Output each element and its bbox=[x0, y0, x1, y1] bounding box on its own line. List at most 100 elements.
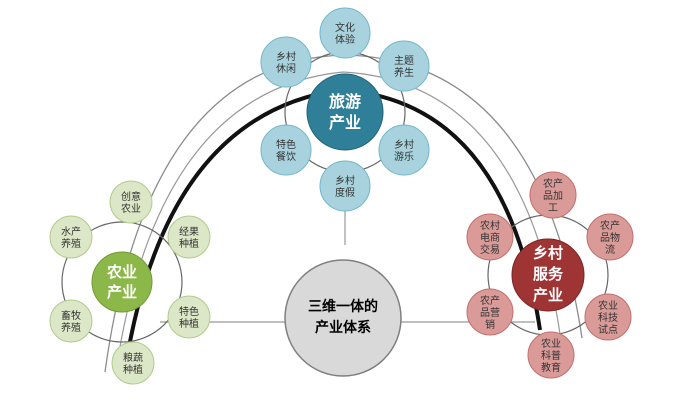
services-satellite-circle bbox=[529, 171, 577, 219]
services-satellite-circle bbox=[586, 213, 634, 261]
tourism-satellite-label: 度假 bbox=[335, 186, 355, 199]
agriculture-satellite-label: 农业 bbox=[121, 202, 141, 215]
tourism-satellite-circle bbox=[319, 160, 371, 212]
agri-title-line2: 产业 bbox=[107, 283, 137, 301]
agriculture-satellite-circle bbox=[167, 215, 211, 259]
services-satellite-label: 电商 bbox=[480, 231, 500, 244]
services-satellite-circle bbox=[527, 331, 575, 379]
tourism-main-circle bbox=[306, 73, 384, 151]
tourism-satellite-label: 养生 bbox=[394, 66, 414, 79]
agri-main-circle bbox=[91, 251, 153, 313]
service-main-circle bbox=[511, 238, 585, 312]
center-label-line1: 三维一体的 bbox=[308, 298, 378, 315]
services-satellite-label: 农村 bbox=[480, 219, 500, 232]
tourism-satellite-label: 游乐 bbox=[394, 150, 414, 163]
agriculture-satellite-label: 粮蔬 bbox=[123, 351, 143, 364]
tourism-satellite-circle bbox=[260, 124, 312, 176]
tourism-satellite-label: 餐饮 bbox=[276, 150, 296, 163]
services-satellite-label: 科技 bbox=[598, 311, 618, 324]
agriculture-satellite-circle bbox=[111, 341, 155, 385]
tourism-satellite-circle bbox=[260, 36, 312, 88]
agri-title-line1: 农业 bbox=[106, 263, 137, 281]
agriculture-satellite-label: 特色 bbox=[179, 305, 199, 318]
services-satellite-circle bbox=[466, 213, 514, 261]
services-satellite-label: 农产 bbox=[480, 294, 500, 307]
tourism-satellite-circle bbox=[378, 40, 430, 92]
tourism-title-line1: 旅游 bbox=[329, 92, 361, 111]
tourism-satellite-label: 主题 bbox=[394, 55, 414, 67]
services-satellite-circle bbox=[584, 293, 632, 341]
service-title-line3: 产业 bbox=[533, 286, 563, 304]
tourism-satellite-label: 乡村 bbox=[276, 50, 296, 63]
services-satellite-label: 品加 bbox=[543, 190, 563, 202]
service-title-line1: 乡村 bbox=[533, 244, 563, 262]
tourism-satellite-label: 特色 bbox=[276, 138, 296, 151]
tourism-title-line2: 产业 bbox=[329, 113, 361, 132]
services-satellite-label: 农产 bbox=[600, 219, 620, 232]
agriculture-satellite-label: 水产 bbox=[61, 225, 81, 238]
agriculture-satellite-label: 畜牧 bbox=[61, 309, 81, 322]
tourism-satellite-label: 体验 bbox=[335, 33, 355, 46]
services-satellite-label: 流 bbox=[605, 243, 615, 256]
inner-arc-thin bbox=[115, 71, 561, 372]
services-satellite-label: 农产 bbox=[543, 177, 563, 190]
agriculture-satellite-label: 种植 bbox=[179, 317, 199, 330]
agri-main-node: 农业 产业 bbox=[91, 251, 153, 313]
agriculture-satellite-label: 经果 bbox=[179, 225, 199, 238]
services-satellite-label: 工 bbox=[548, 203, 558, 214]
center-circle bbox=[284, 259, 402, 377]
service-main-node: 乡村 服务 产业 bbox=[511, 238, 585, 312]
services-satellite-circle bbox=[466, 288, 514, 336]
tourism-satellite-label: 文化 bbox=[335, 21, 355, 34]
tourism-satellite-circle bbox=[378, 124, 430, 176]
agriculture-satellite-circle bbox=[49, 299, 93, 343]
services-satellite-label: 农业 bbox=[541, 337, 561, 350]
tourism-satellite-label: 乡村 bbox=[394, 138, 414, 151]
agriculture-satellite-label: 养殖 bbox=[61, 321, 81, 334]
satellite-layer: 文化体验乡村休闲主题养生特色餐饮乡村游乐乡村度假创意农业水产养殖经果种植畜牧养殖… bbox=[49, 7, 634, 385]
service-title-line2: 服务 bbox=[533, 265, 564, 283]
services-satellite-label: 品营 bbox=[480, 306, 500, 319]
agriculture-satellite-circle bbox=[167, 295, 211, 339]
services-satellite-label: 教育 bbox=[541, 361, 561, 374]
services-satellite-label: 交易 bbox=[480, 243, 500, 256]
agriculture-satellite-label: 养殖 bbox=[61, 237, 81, 250]
center-label-line2: 产业体系 bbox=[315, 319, 371, 336]
services-satellite-label: 试点 bbox=[598, 323, 618, 336]
services-satellite-label: 农业 bbox=[598, 299, 618, 312]
agriculture-satellite-circle bbox=[109, 180, 153, 224]
services-satellite-label: 科普 bbox=[541, 349, 561, 362]
services-satellite-label: 销 bbox=[485, 318, 495, 331]
tourism-satellite-label: 乡村 bbox=[335, 174, 355, 187]
agriculture-satellite-label: 种植 bbox=[123, 363, 143, 376]
tourism-main-node: 旅游 产业 bbox=[306, 73, 384, 151]
tourism-satellite-circle bbox=[319, 7, 371, 59]
agriculture-satellite-label: 创意 bbox=[121, 190, 141, 203]
agri-ring bbox=[61, 221, 183, 343]
tourism-satellite-label: 休闲 bbox=[276, 62, 296, 75]
center-node: 三维一体的 产业体系 bbox=[284, 259, 402, 377]
services-satellite-label: 品物 bbox=[600, 231, 620, 244]
agriculture-satellite-circle bbox=[49, 215, 93, 259]
agriculture-satellite-label: 种植 bbox=[179, 237, 199, 250]
